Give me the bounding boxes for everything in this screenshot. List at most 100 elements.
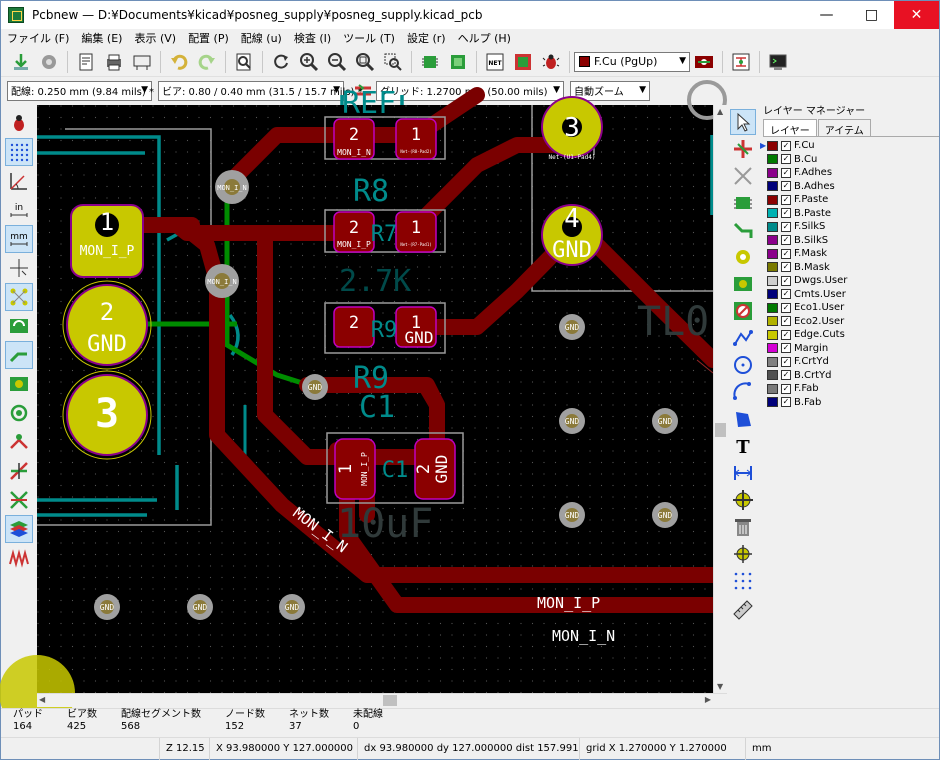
menu-tools[interactable]: ツール (T) <box>343 32 395 45</box>
layer-visibility-checkbox[interactable]: ✓ <box>781 302 791 313</box>
layer-visibility-checkbox[interactable]: ✓ <box>781 167 791 178</box>
add-arc-icon[interactable] <box>730 379 756 405</box>
scroll-right-icon[interactable]: ▶ <box>704 695 711 704</box>
layer-row[interactable]: ✓F.Mask <box>767 247 939 261</box>
horizontal-scrollbar[interactable]: ◀ ▶ <box>37 693 727 707</box>
via-size-select[interactable]: ビア: 0.80 / 0.40 mm (31.5 / 15.7 mils) * … <box>158 80 363 101</box>
vertical-scrollbar[interactable]: ▲ ▼ <box>713 105 727 693</box>
layer-visibility-checkbox[interactable]: ✓ <box>781 383 791 394</box>
layer-visibility-checkbox[interactable]: ✓ <box>781 316 791 327</box>
layer-visibility-checkbox[interactable]: ✓ <box>781 370 791 381</box>
delete-tool-icon[interactable] <box>730 514 756 540</box>
set-origin-icon[interactable] <box>730 541 756 567</box>
layer-row[interactable]: ✓B.Paste <box>767 207 939 221</box>
layer-color-swatch[interactable] <box>767 397 778 408</box>
layer-visibility-checkbox[interactable]: ✓ <box>781 329 791 340</box>
pcb-canvas[interactable]: MON_I_P MON_I_N MON_I_N REF R8 2.7K R9 C… <box>0 80 727 731</box>
layer-row[interactable]: ✓F.Paste <box>767 193 939 207</box>
menu-help[interactable]: ヘルプ (H) <box>457 32 511 45</box>
maximize-button[interactable]: □ <box>864 7 879 23</box>
layer-row[interactable]: ✓B.Adhes <box>767 180 939 194</box>
highlight-net-icon[interactable] <box>730 136 756 162</box>
layer-visibility-checkbox[interactable]: ✓ <box>781 262 791 273</box>
add-via-icon[interactable] <box>730 244 756 270</box>
tab-layers[interactable]: レイヤー <box>763 119 817 137</box>
layer-row[interactable]: ✓F.Fab <box>767 382 939 396</box>
title-bar[interactable]: Pcbnew — D:¥Documents¥kicad¥posneg_suppl… <box>1 1 939 29</box>
layer-visibility-checkbox[interactable]: ✓ <box>781 154 791 165</box>
menu-preferences[interactable]: 設定 (r) <box>406 32 446 45</box>
scroll-up-icon[interactable]: ▲ <box>717 107 724 116</box>
layer-visibility-checkbox[interactable]: ✓ <box>781 356 791 367</box>
via-sketch-icon[interactable] <box>5 370 33 398</box>
menu-inspect[interactable]: 検査 (I) <box>293 32 332 45</box>
layer-row[interactable]: ✓Margin <box>767 342 939 356</box>
measure-tool-icon[interactable] <box>730 595 756 621</box>
layer-visibility-checkbox[interactable]: ✓ <box>781 181 791 192</box>
menu-place[interactable]: 配置 (P) <box>188 32 229 45</box>
show-ratsnest-icon[interactable] <box>5 283 33 311</box>
layers-manager-icon[interactable] <box>5 515 33 543</box>
layer-visibility-checkbox[interactable]: ✓ <box>781 289 791 300</box>
hide-layer-icon[interactable] <box>5 457 33 485</box>
cursor-shape-icon[interactable] <box>5 254 33 282</box>
layer-row[interactable]: ✓B.Mask <box>767 261 939 275</box>
add-text-icon[interactable]: T <box>730 433 756 459</box>
layer-color-swatch[interactable] <box>767 167 778 178</box>
scroll-down-icon[interactable]: ▼ <box>717 682 724 691</box>
zone-fill-icon[interactable] <box>5 312 33 340</box>
microwave-tools-icon[interactable] <box>5 428 33 456</box>
track-width-select[interactable]: 配線: 0.250 mm (9.84 mils) * ▼ <box>7 80 154 101</box>
menu-edit[interactable]: 編集 (E) <box>81 32 123 45</box>
footprint-browser-icon[interactable] <box>446 50 470 74</box>
add-footprint-icon[interactable] <box>730 190 756 216</box>
layer-row[interactable]: ✓B.SilkS <box>767 234 939 248</box>
zoom-in-icon[interactable] <box>297 50 321 74</box>
add-circle-icon[interactable] <box>730 352 756 378</box>
menu-view[interactable]: 表示 (V) <box>134 32 177 45</box>
layer-visibility-checkbox[interactable]: ✓ <box>781 248 791 259</box>
layer-color-swatch[interactable] <box>767 140 778 151</box>
layer-row[interactable]: ✓Eco1.User <box>767 301 939 315</box>
layer-row[interactable]: ✓Edge.Cuts <box>767 328 939 342</box>
undo-icon[interactable] <box>167 50 191 74</box>
layer-color-swatch[interactable] <box>767 248 778 259</box>
layer-row[interactable]: ✓B.CrtYd <box>767 369 939 383</box>
select-tool-icon[interactable] <box>730 109 756 135</box>
layer-color-swatch[interactable] <box>767 316 778 327</box>
local-ratsnest-icon[interactable] <box>730 163 756 189</box>
layer-color-swatch[interactable] <box>767 302 778 313</box>
layer-visibility-checkbox[interactable]: ✓ <box>781 343 791 354</box>
layer-row[interactable]: ✓Dwgs.User <box>767 274 939 288</box>
layer-row[interactable]: ✓F.CrtYd <box>767 355 939 369</box>
zoom-out-icon[interactable] <box>325 50 349 74</box>
menu-file[interactable]: ファイル (F) <box>7 32 70 45</box>
footprint-editor-icon[interactable] <box>418 50 442 74</box>
tab-items[interactable]: アイテム <box>817 119 871 137</box>
add-polygon-icon[interactable] <box>730 406 756 432</box>
microwave-shape-icon[interactable] <box>5 544 33 572</box>
plot-icon[interactable] <box>130 50 154 74</box>
find-icon[interactable] <box>232 50 256 74</box>
layer-color-swatch[interactable] <box>767 343 778 354</box>
save-board-icon[interactable] <box>37 50 61 74</box>
vertical-scroll-thumb[interactable] <box>715 423 726 437</box>
layer-pair-icon[interactable] <box>692 50 716 74</box>
layer-row[interactable]: ✓Cmts.User <box>767 288 939 302</box>
layer-color-swatch[interactable] <box>767 154 778 165</box>
keepout-area-icon[interactable] <box>730 298 756 324</box>
layer-row[interactable]: ✓F.Adhes <box>767 166 939 180</box>
layer-color-swatch[interactable] <box>767 275 778 286</box>
drc-off-icon[interactable] <box>5 109 33 137</box>
add-zone-icon[interactable] <box>730 271 756 297</box>
zoom-fit-icon[interactable] <box>353 50 377 74</box>
scripting-console-icon[interactable] <box>766 50 790 74</box>
net-highlight-icon[interactable] <box>5 486 33 514</box>
layer-color-swatch[interactable] <box>767 262 778 273</box>
add-dimension-icon[interactable] <box>730 460 756 486</box>
layer-color-swatch[interactable] <box>767 235 778 246</box>
auto-track-width-icon[interactable] <box>352 79 374 103</box>
update-pcb-icon[interactable] <box>511 50 535 74</box>
layer-color-swatch[interactable] <box>767 329 778 340</box>
netlist-icon[interactable]: NET <box>483 50 507 74</box>
